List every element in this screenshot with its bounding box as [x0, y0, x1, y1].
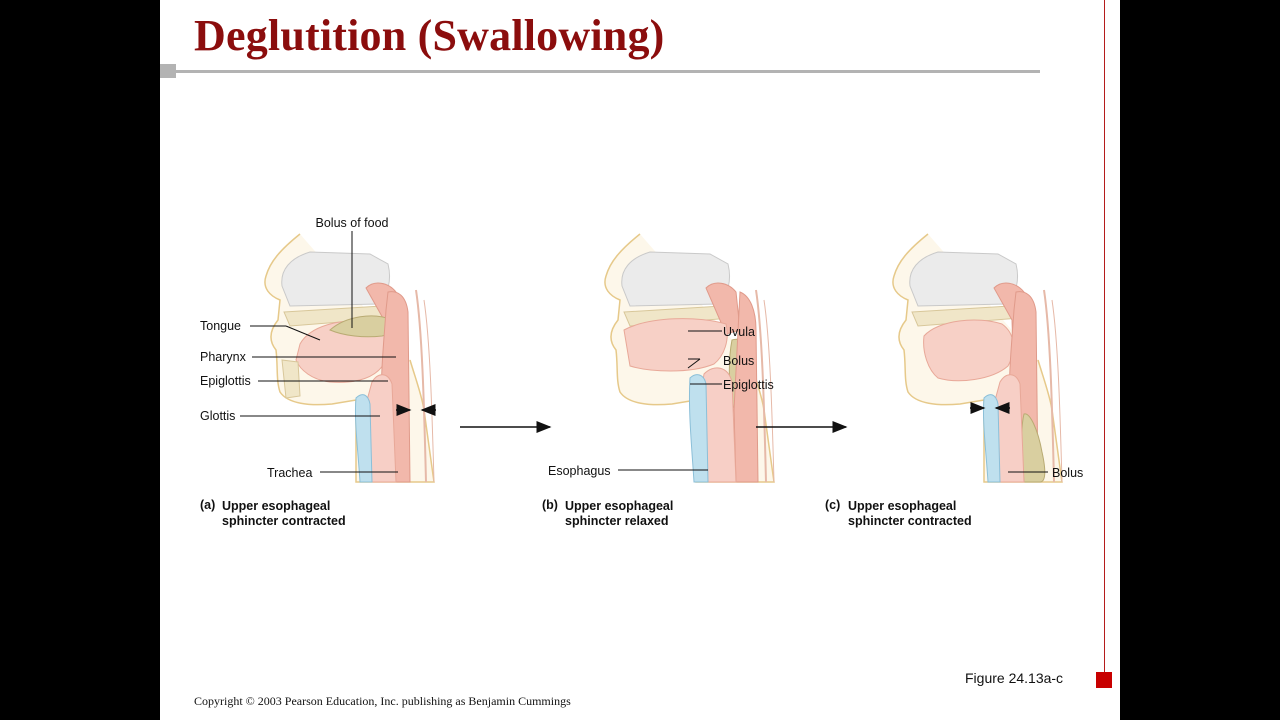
panel-a-illustration: [264, 233, 436, 483]
label-bolus-b: Bolus: [723, 354, 754, 368]
panel-b-illustration: [604, 233, 775, 483]
panel-c-caption-line2: sphincter contracted: [848, 514, 972, 528]
label-pharynx: Pharynx: [200, 350, 247, 364]
label-trachea: Trachea: [267, 466, 312, 480]
title-rule: [176, 70, 1040, 73]
panel-b-leaders: [618, 330, 722, 471]
panel-b-caption-line1: Upper esophageal: [565, 499, 673, 513]
slide-title: Deglutition (Swallowing): [194, 11, 665, 60]
label-tongue: Tongue: [200, 319, 241, 333]
figure-number: Figure 24.13a-c: [965, 670, 1064, 686]
panel-a-caption-line2: sphincter contracted: [222, 514, 346, 528]
swallowing-diagram: Bolus of food Tongue Pharynx Epiglottis …: [200, 216, 1083, 528]
label-epiglottis-a: Epiglottis: [200, 374, 251, 388]
label-epiglottis-b: Epiglottis: [723, 378, 774, 392]
title-rule-marker: [160, 64, 176, 78]
panel-c-illustration: [892, 233, 1063, 483]
copyright-notice: Copyright © 2003 Pearson Education, Inc.…: [194, 694, 571, 708]
label-bolus-c: Bolus: [1052, 466, 1083, 480]
panel-a-letter: (a): [200, 498, 215, 512]
label-esophagus: Esophagus: [548, 464, 611, 478]
panel-c-letter: (c): [825, 498, 840, 512]
panel-c-caption-line1: Upper esophageal: [848, 499, 956, 513]
corner-square: [1096, 672, 1112, 688]
panel-a-caption-line1: Upper esophageal: [222, 499, 330, 513]
label-glottis: Glottis: [200, 409, 235, 423]
right-border-line: [1104, 0, 1105, 672]
slide: Deglutition (Swallowing) Figure 24.13a-c…: [160, 0, 1120, 720]
label-uvula: Uvula: [723, 325, 755, 339]
label-bolus-of-food: Bolus of food: [316, 216, 389, 230]
panel-b-caption-line2: sphincter relaxed: [565, 514, 669, 528]
panel-b-letter: (b): [542, 498, 558, 512]
panel-a-leaders: [240, 231, 398, 473]
